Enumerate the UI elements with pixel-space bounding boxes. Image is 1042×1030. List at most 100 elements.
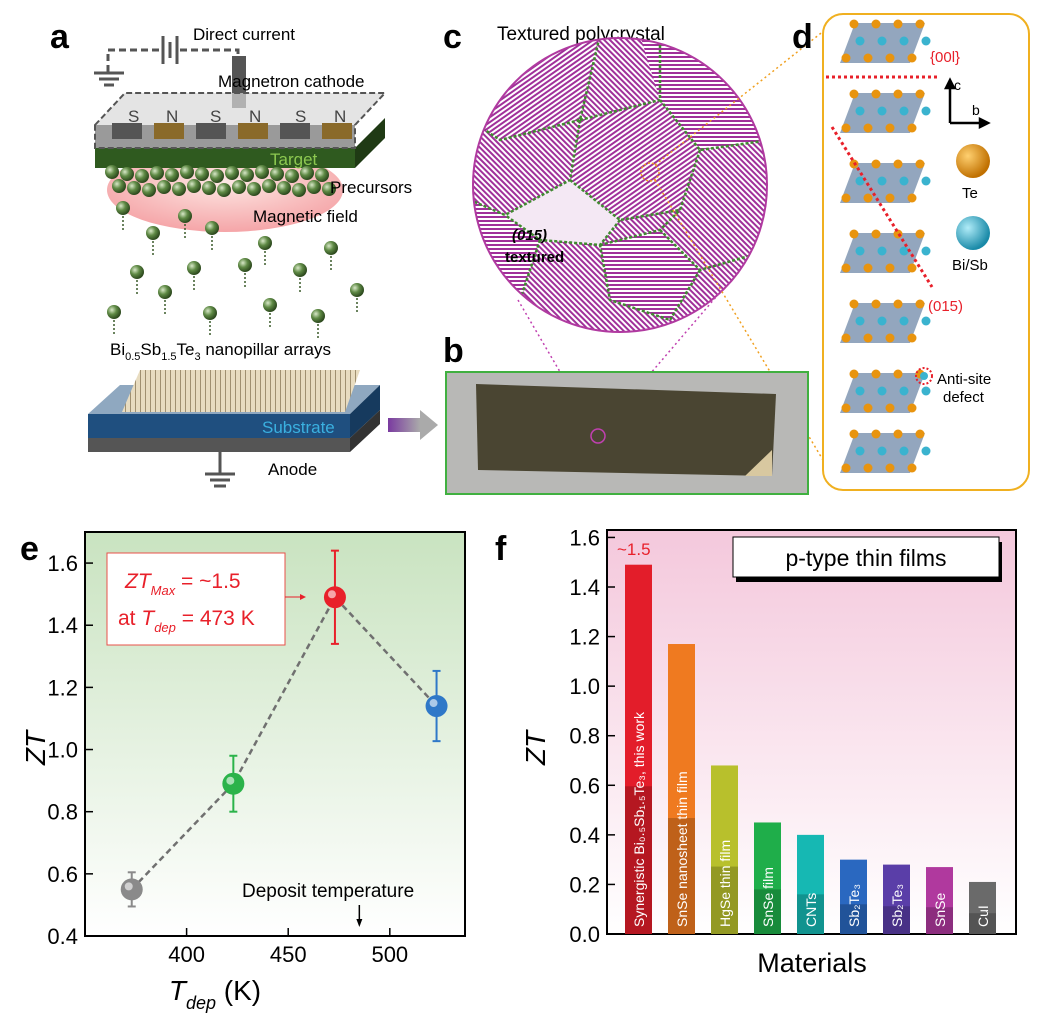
magnet-label: N [166, 107, 178, 126]
nanopillar-array [122, 370, 360, 412]
bisb-atom [877, 246, 887, 256]
precursor-atom [142, 183, 156, 197]
precursor-atom [232, 180, 246, 194]
bar [711, 765, 738, 934]
te-atom [893, 299, 903, 309]
bar-label: Synergistic Bi₀.₅Sb₁.₅Te₃, this work [631, 711, 647, 927]
data-point [120, 878, 143, 901]
legend-title: p-type thin films [785, 545, 946, 571]
bisb-atom [899, 246, 909, 256]
bar-shade [840, 904, 867, 934]
bar-label: CuI [975, 905, 991, 927]
substrate-stack [88, 370, 380, 452]
te-atom [893, 19, 903, 29]
trend-line [130, 595, 438, 891]
precursor-atom [311, 309, 325, 323]
y-tick-label: 0.6 [47, 862, 78, 887]
te-atom [915, 299, 925, 309]
precursor-atom [205, 221, 219, 235]
bar [668, 644, 695, 934]
precursor-atom [203, 306, 217, 320]
bar-label: SnSe film [760, 867, 776, 927]
magnet-label: N [334, 107, 346, 126]
e-data-points [120, 549, 448, 908]
y-tick-label: 0.8 [569, 724, 600, 749]
precursor-atom [240, 168, 254, 182]
bar-shade [797, 894, 824, 934]
sample-region-marker [590, 428, 606, 444]
axes-icon [943, 77, 991, 130]
arrow-to-b-icon [388, 410, 438, 440]
y-tick-label: 0.4 [47, 924, 78, 949]
bisb-atom [855, 386, 865, 396]
precursor-atom [178, 209, 192, 223]
precursor-atom [277, 181, 291, 195]
bar-shade [969, 913, 996, 934]
bisb-atom [877, 446, 887, 456]
te-atom [871, 299, 881, 309]
te-atom [849, 299, 859, 309]
grain-orientation-label: (015) [512, 227, 547, 244]
bar-shade [883, 906, 910, 934]
te-atom [907, 53, 917, 63]
precursor-atom [112, 179, 126, 193]
data-point [425, 695, 448, 718]
bar-label: SnSe [932, 893, 948, 927]
bar-label: Sb₂Te₃ [846, 884, 862, 927]
anti-site-defect-marker [915, 367, 933, 385]
te-atom [907, 333, 917, 343]
te-atom [841, 123, 851, 133]
zt-max-annotation-box [106, 552, 286, 646]
precursor-atom [180, 165, 194, 179]
bisb-atom [921, 36, 931, 46]
precursors-label: Precursors [330, 178, 412, 197]
te-atom [863, 263, 873, 273]
axis-c-label: c [954, 77, 961, 93]
bisb-atom [921, 386, 931, 396]
bar [883, 864, 910, 934]
thin-film-sample [476, 384, 776, 476]
precursor-atom [324, 241, 338, 255]
data-point-highlight [429, 699, 438, 708]
te-atom [915, 159, 925, 169]
data-point [222, 772, 245, 795]
data-point [323, 586, 346, 609]
precursor-atom [202, 181, 216, 195]
y-axis-title-e: ZT [20, 729, 51, 766]
y-axis-title-f: ZT [520, 729, 551, 766]
precursor-atom [225, 166, 239, 180]
te-atom [849, 19, 859, 29]
x-axis-title-e: Tdep (K) [169, 975, 261, 1013]
te-atom [915, 229, 925, 239]
magnetron-cathode-label: Magnetron cathode [218, 72, 365, 91]
te-atom [893, 369, 903, 379]
precursor-atom [105, 165, 119, 179]
precursor-atom [120, 167, 134, 181]
panel-f-chart: f 0.00.20.40.60.81.01.21.41.6 Synergisti… [495, 525, 1017, 978]
direct-current-label: Direct current [193, 25, 295, 44]
te-atom [893, 429, 903, 439]
bisb-atom [899, 106, 909, 116]
bar-shade [926, 907, 953, 934]
bar-label: HgSe thin film [717, 840, 733, 927]
plane-015-line [830, 126, 934, 288]
circuit [94, 36, 240, 87]
y-tick-label: 1.2 [569, 625, 600, 650]
precursor-atom [150, 166, 164, 180]
grain-textured-label: textured [505, 249, 564, 266]
bisb-atom [921, 446, 931, 456]
magnet-label: N [249, 107, 261, 126]
te-atom [871, 159, 881, 169]
precursor-atom [130, 265, 144, 279]
bisb-atom [877, 386, 887, 396]
te-atom [841, 333, 851, 343]
bar-shade [668, 818, 695, 934]
bar [926, 867, 953, 934]
bar [754, 822, 781, 934]
bisb-atom [855, 246, 865, 256]
defect-label-1: Anti-site [937, 371, 991, 388]
